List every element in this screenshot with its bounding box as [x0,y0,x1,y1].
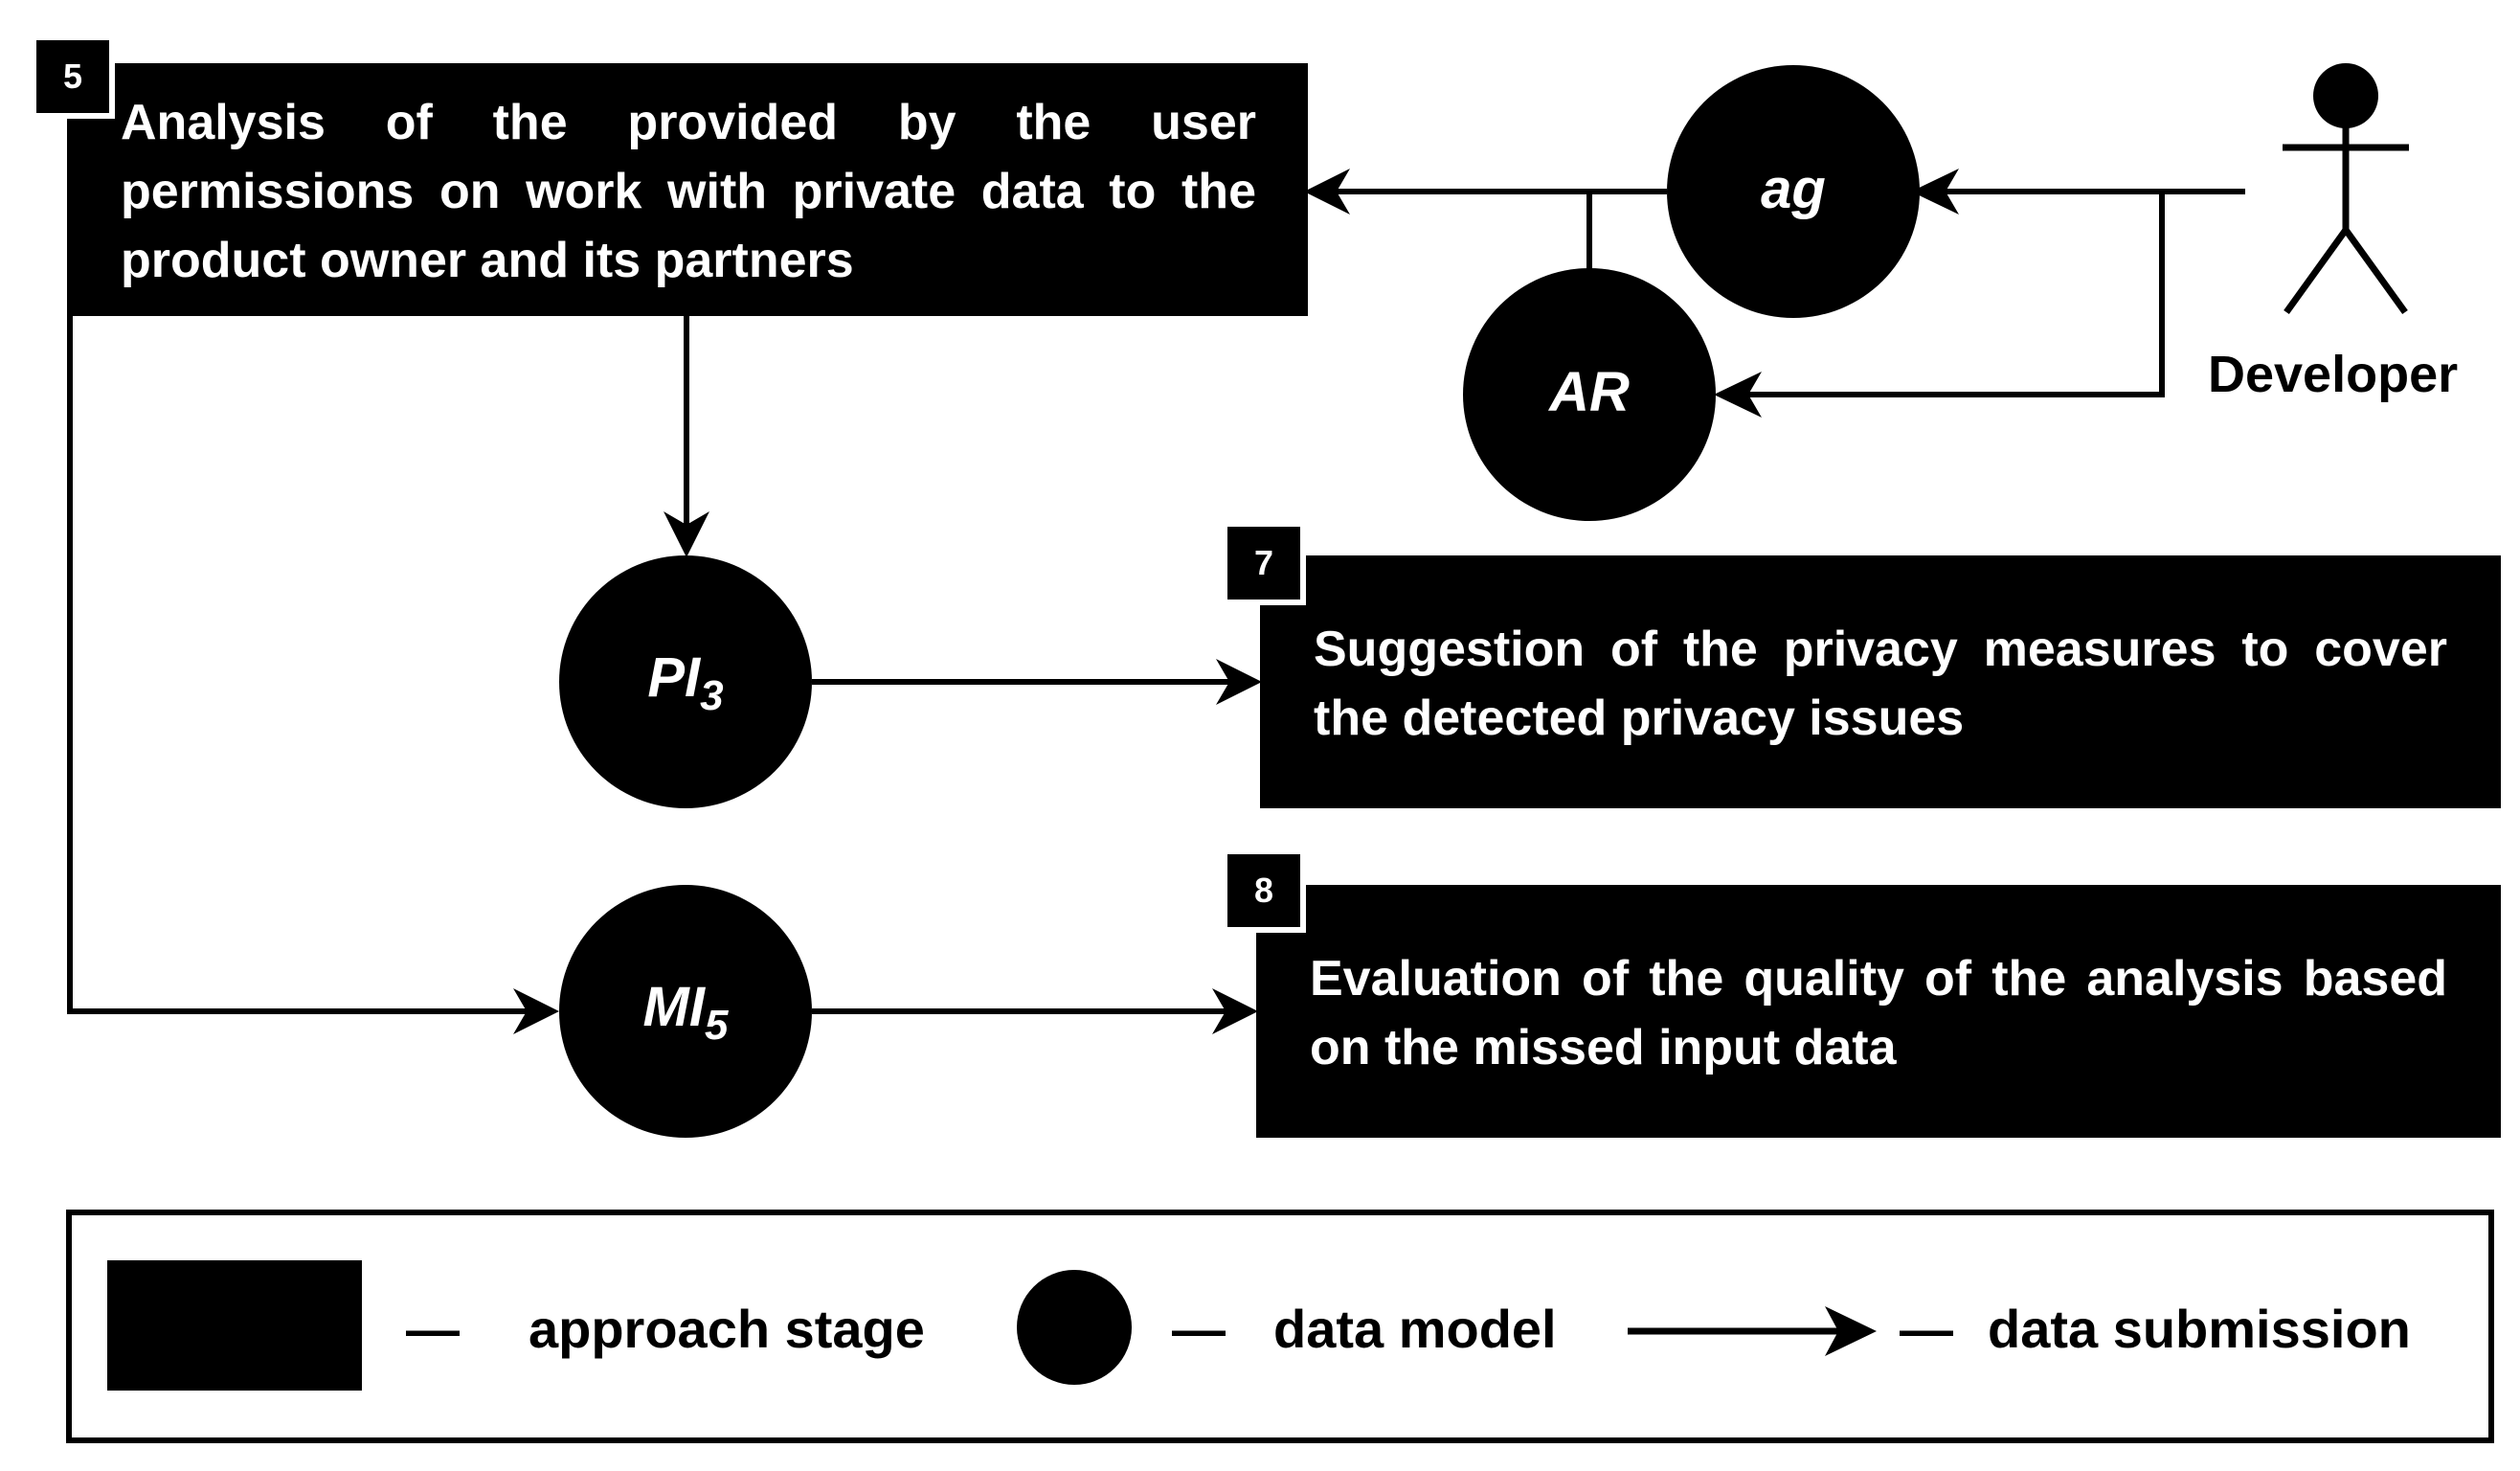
stage-number-8: 8 [1222,849,1306,933]
stage-box-8 [1256,885,2501,1138]
arrowhead-stage5 [1304,169,1350,215]
arrowhead-ag [1911,169,1959,215]
model-mi5-label: MI5 [590,975,781,1047]
legend-arrow-label: data submission [1988,1299,2411,1359]
model-ag-base: ag [1761,158,1826,220]
model-mi5-base: MI [642,976,705,1038]
legend-arrowhead-swatch [1825,1306,1877,1356]
model-ar-label: AR [1494,360,1685,424]
model-pi3-label: PI3 [590,645,781,717]
stage-box-5 [67,63,1308,316]
model-ag-circle [1667,65,1920,318]
legend-model-label: data model [1273,1299,1557,1359]
arrowhead-stage8 [1212,988,1258,1034]
legend-model-dash: — [1172,1299,1226,1359]
model-pi3-base: PI [647,646,701,709]
developer-label: Developer [2208,346,2459,403]
developer-actor-icon [2283,63,2409,315]
model-pi3-sub: 3 [700,672,724,719]
model-mi5-sub: 5 [704,1002,729,1049]
model-ag-label: ag [1698,157,1889,221]
arrowhead-ar [1714,372,1762,418]
stage-text-8: Evaluation of the quality of the analysi… [1310,951,2447,1075]
stage-box-7 [1260,555,2501,808]
model-ar-circle [1463,268,1716,521]
stage-number-5: 5 [31,34,115,119]
model-pi3-circle [559,555,812,808]
model-mi5-circle [559,885,812,1138]
legend-frame [66,1210,2494,1443]
legend-model-swatch [1017,1270,1132,1385]
connector-developer-to-ar [1721,192,2165,397]
connector-stage5-to-mi5 [67,316,550,1014]
legend-arrow-dash: — [1900,1299,1953,1359]
arrowhead-stage7 [1216,659,1262,705]
stage-text-5: Analysis of the provided by the user per… [121,95,1256,288]
legend-stage-label: approach stage [529,1299,925,1359]
arrowhead-mi5 [513,988,559,1034]
arrowhead-pi3 [664,511,709,557]
legend-stage-dash: — [406,1299,460,1359]
stage-number-7: 7 [1222,521,1306,605]
stage-text-7: Suggestion of the privacy measures to co… [1314,622,2447,746]
legend-stage-swatch [107,1260,362,1391]
model-ar-base: AR [1549,361,1630,423]
